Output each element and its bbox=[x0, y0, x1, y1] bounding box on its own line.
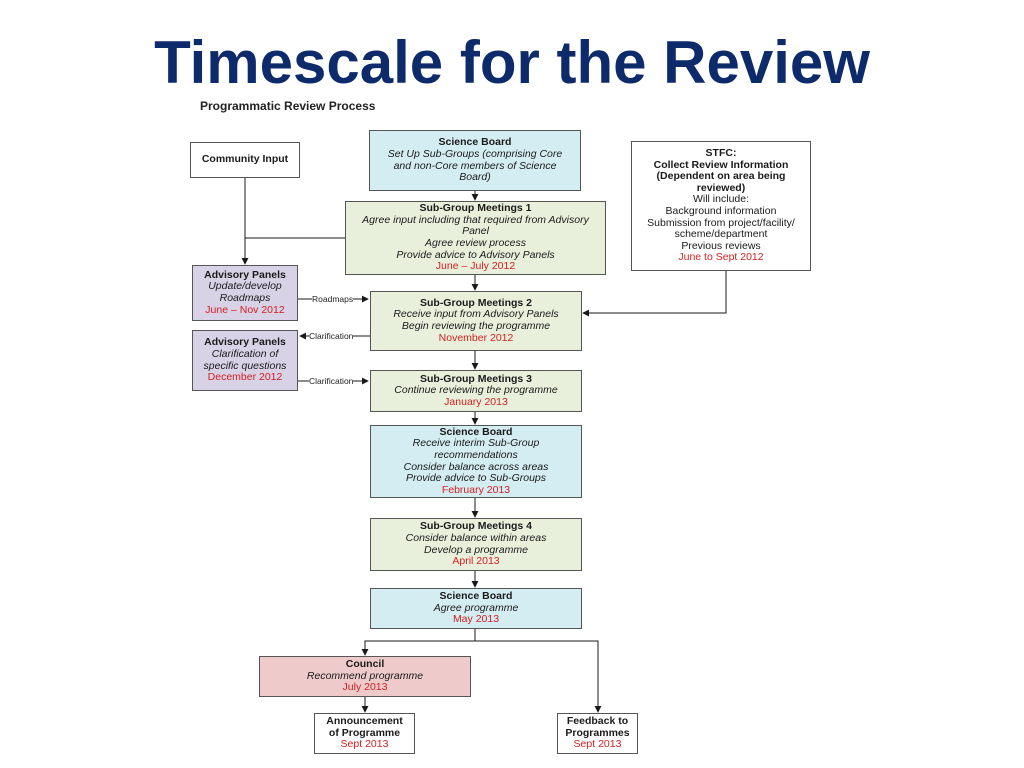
sgm3-date: January 2013 bbox=[444, 395, 508, 408]
ap2-line: Clarification of bbox=[211, 347, 279, 360]
stfc-title: STFC: bbox=[705, 147, 737, 160]
sgm2-line: Begin reviewing the programme bbox=[401, 320, 551, 332]
sgm4-title: Sub-Group Meetings 4 bbox=[419, 520, 532, 533]
science-board-interim-box: Science Board Receive interim Sub-Group … bbox=[370, 425, 582, 498]
sb1-title: Science Board bbox=[438, 136, 512, 149]
community-input-box: Community Input bbox=[190, 142, 300, 178]
diagram-subtitle: Programmatic Review Process bbox=[200, 99, 376, 113]
sgm1-line: Provide advice to Advisory Panels bbox=[396, 248, 555, 261]
sgm1-line: Panel bbox=[462, 225, 489, 238]
sb2-line: recommendations bbox=[434, 448, 518, 461]
sgm1-title: Sub-Group Meetings 1 bbox=[419, 202, 532, 215]
stfc-line: Submission from project/facility/ bbox=[647, 216, 795, 229]
sub-group-meetings-3-box: Sub-Group Meetings 3 Continue reviewing … bbox=[370, 370, 582, 412]
page-title: Timescale for the Review bbox=[154, 29, 870, 96]
sb2-line: Consider balance across areas bbox=[403, 460, 549, 473]
community-input-title: Community Input bbox=[201, 153, 289, 166]
sb1-line: and non-Core members of Science bbox=[393, 159, 557, 172]
roadmaps-label: Roadmaps bbox=[312, 294, 354, 304]
sb3-line: Agree programme bbox=[433, 601, 519, 614]
stfc-line: Will include: bbox=[692, 193, 750, 206]
sgm4-date: April 2013 bbox=[452, 555, 500, 568]
council-title: Council bbox=[345, 658, 385, 671]
sb2-date: February 2013 bbox=[441, 483, 511, 496]
ap1-line: Update/develop bbox=[208, 280, 282, 293]
stfc-date: June to Sept 2012 bbox=[678, 251, 764, 264]
arrow-to-council bbox=[361, 640, 475, 656]
council-line: Recommend programme bbox=[306, 669, 424, 682]
announce-date: Sept 2013 bbox=[340, 738, 389, 751]
stfc-line: Previous reviews bbox=[681, 239, 761, 252]
feedback-date: Sept 2013 bbox=[573, 738, 622, 751]
ap1-title: Advisory Panels bbox=[204, 268, 286, 281]
announce-title: of Programme bbox=[328, 726, 401, 739]
stfc-box: STFC: Collect Review Information (Depend… bbox=[631, 141, 811, 271]
sgm2-line: Receive input from Advisory Panels bbox=[393, 308, 559, 321]
arrow-stfc-to-sgm2 bbox=[582, 271, 727, 317]
ap2-date: December 2012 bbox=[207, 371, 283, 384]
sgm4-line: Develop a programme bbox=[424, 543, 528, 556]
science-board-setup-box: Science Board Set Up Sub-Groups (compris… bbox=[369, 130, 581, 191]
sb1-line: Set Up Sub-Groups (comprising Core bbox=[387, 147, 563, 160]
ap1-line: Roadmaps bbox=[219, 292, 271, 304]
sb2-line: Receive interim Sub-Group bbox=[412, 437, 540, 450]
science-board-agree-box: Science Board Agree programme May 2013 bbox=[370, 588, 582, 629]
sgm4-line: Consider balance within areas bbox=[405, 531, 547, 544]
sgm1-line: Agree input including that required from… bbox=[362, 213, 589, 226]
feedback-title: Feedback to bbox=[566, 715, 629, 728]
stfc-bold-line: reviewed) bbox=[696, 181, 746, 194]
council-date: July 2013 bbox=[342, 681, 388, 694]
sb2-line: Provide advice to Sub-Groups bbox=[405, 472, 547, 485]
sgm1-line: Agree review process bbox=[425, 237, 526, 249]
stfc-line: Background information bbox=[665, 205, 777, 217]
ap1-date: June – Nov 2012 bbox=[205, 303, 285, 316]
sgm2-date: November 2012 bbox=[438, 331, 514, 344]
sub-group-meetings-2-box: Sub-Group Meetings 2 Receive input from … bbox=[370, 291, 582, 351]
sgm2-title: Sub-Group Meetings 2 bbox=[419, 296, 532, 309]
advisory-panels-roadmaps-box: Advisory Panels Update/develop Roadmaps … bbox=[192, 265, 298, 321]
sb3-title: Science Board bbox=[439, 590, 513, 603]
stfc-bold-line: (Dependent on area being bbox=[656, 170, 786, 183]
sgm3-line: Continue reviewing the programme bbox=[394, 384, 558, 397]
clarification-label-1: Clarification bbox=[309, 331, 354, 341]
feedback-box: Feedback to Programmes Sept 2013 bbox=[557, 713, 638, 754]
feedback-title: Programmes bbox=[565, 726, 630, 739]
stfc-bold-line: Collect Review Information bbox=[653, 158, 789, 171]
sgm3-title: Sub-Group Meetings 3 bbox=[419, 372, 532, 385]
sb3-date: May 2013 bbox=[452, 613, 500, 626]
sub-group-meetings-4-box: Sub-Group Meetings 4 Consider balance wi… bbox=[370, 518, 582, 571]
advisory-panels-clarification-box: Advisory Panels Clarification of specifi… bbox=[192, 330, 298, 391]
sb2-title: Science Board bbox=[439, 425, 513, 438]
sb1-line: Board) bbox=[459, 171, 491, 184]
stfc-line: scheme/department bbox=[674, 228, 768, 241]
sgm1-date: June – July 2012 bbox=[435, 260, 516, 273]
sub-group-meetings-1-box: Sub-Group Meetings 1 Agree input includi… bbox=[345, 201, 606, 275]
ap2-title: Advisory Panels bbox=[204, 336, 286, 349]
announcement-box: Announcement of Programme Sept 2013 bbox=[314, 713, 415, 754]
announce-title: Announcement bbox=[326, 715, 403, 728]
council-box: Council Recommend programme July 2013 bbox=[259, 656, 471, 697]
ap2-line: specific questions bbox=[203, 359, 287, 372]
clarification-label-2: Clarification bbox=[309, 376, 354, 386]
arrow-to-feedback bbox=[475, 640, 602, 713]
